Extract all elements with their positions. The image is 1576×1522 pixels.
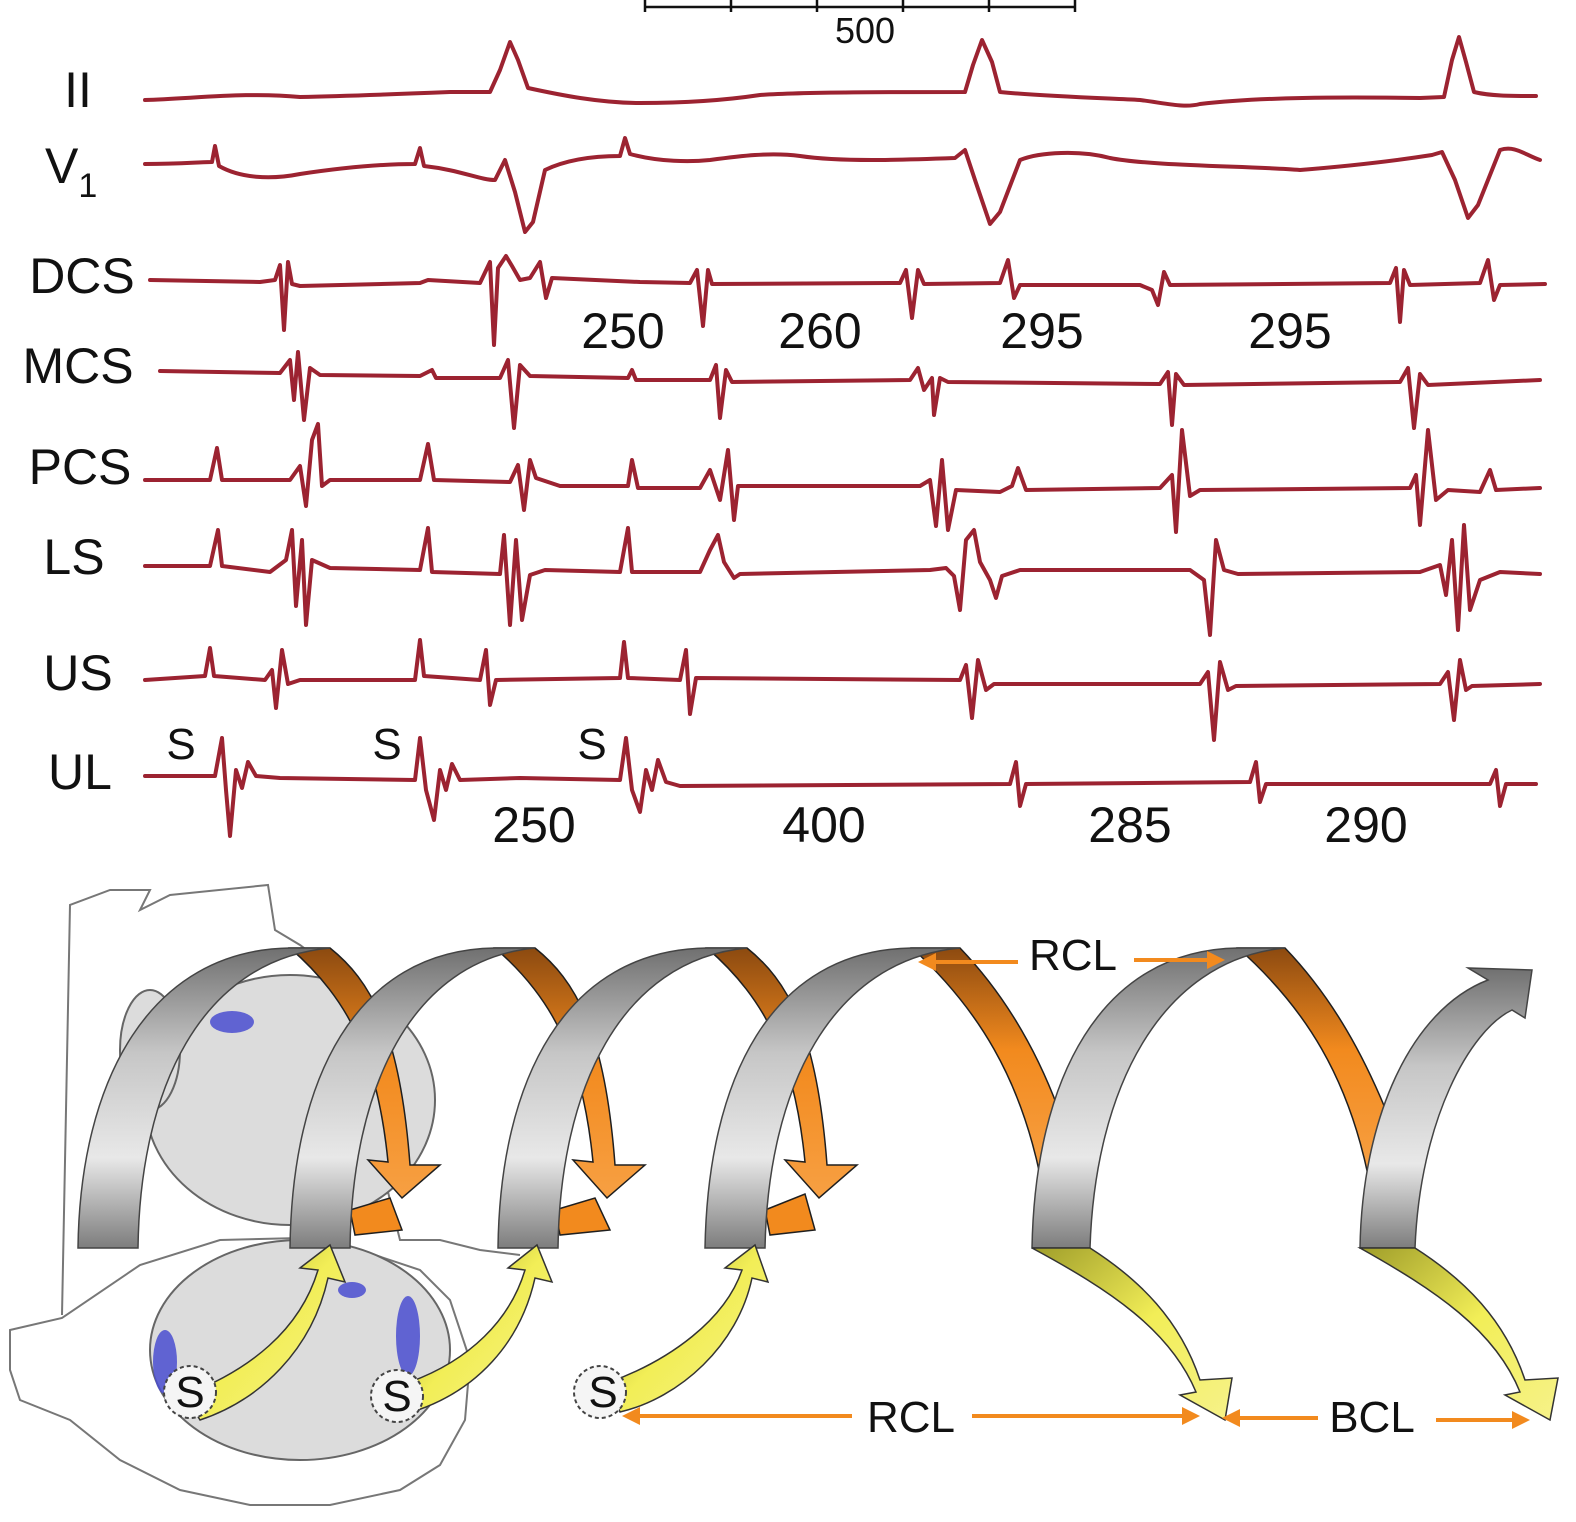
yellow-arrow-2 <box>409 1243 554 1411</box>
dcs-interval-4: 295 <box>1248 303 1331 359</box>
dcs-intervals: 250 260 295 295 <box>581 303 1331 359</box>
scale-bar: 500 <box>643 0 1077 51</box>
lead-label-v1-sub: 1 <box>78 167 97 205</box>
gray-arc-6 <box>1359 967 1533 1249</box>
stim-marker-2: S <box>372 720 401 769</box>
lead-label-pcs: PCS <box>29 439 132 495</box>
orange-notch-3 <box>764 1192 816 1236</box>
orange-notch-2 <box>554 1197 612 1236</box>
stim-markers: S S S <box>166 720 606 769</box>
stim-star-2 <box>370 1369 424 1423</box>
ul-interval-3: 285 <box>1088 797 1171 853</box>
orange-arrow-5 <box>1236 947 1386 1176</box>
orange-notch-1 <box>349 1197 404 1236</box>
trace-ul <box>143 736 1538 838</box>
yellow-arrow-4 <box>1031 1247 1233 1422</box>
stim-star-3 <box>573 1365 627 1419</box>
stim-marker-3: S <box>577 720 606 769</box>
lead-label-ls: LS <box>43 529 104 585</box>
bcl: BCL <box>1222 1393 1530 1442</box>
stim-stars: S S S <box>163 1365 627 1423</box>
bcl-label: BCL <box>1329 1393 1415 1442</box>
diagram-stim-label-3: S <box>588 1368 617 1417</box>
blue-spot <box>396 1296 420 1376</box>
lead-label-ii: II <box>64 62 92 118</box>
lead-label-v1-main: V <box>45 138 79 194</box>
ul-interval-1: 250 <box>492 797 575 853</box>
stim-marker-1: S <box>166 720 195 769</box>
orange-arrow-2 <box>492 947 648 1200</box>
lead-label-mcs: MCS <box>22 338 133 394</box>
dcs-interval-3: 295 <box>1000 303 1083 359</box>
rcl-bottom: RCL <box>622 1393 1200 1442</box>
lead-label-v1: V1 <box>45 138 97 205</box>
blue-spot <box>338 1282 366 1298</box>
gray-arc-4 <box>704 947 961 1249</box>
trace-pcs <box>143 422 1542 534</box>
yellow-arrow-3 <box>609 1243 770 1413</box>
lead-label-ul: UL <box>48 744 112 800</box>
orange-arrow-3 <box>704 947 860 1200</box>
orange-arrow-1 <box>287 947 443 1200</box>
atrium-outline <box>9 1236 472 1506</box>
ul-interval-2: 400 <box>782 797 865 853</box>
trace-dcs <box>148 254 1547 347</box>
rcl-bottom-label: RCL <box>867 1393 955 1442</box>
ul-interval-4: 290 <box>1324 797 1407 853</box>
orange-arrow-4 <box>910 947 1059 1176</box>
gray-arc-2 <box>289 947 536 1249</box>
gray-arc-3 <box>497 947 748 1249</box>
lead-label-us: US <box>43 645 112 701</box>
gray-arc-1 <box>77 947 331 1249</box>
trace-ii <box>143 35 1538 108</box>
trace-v1 <box>143 136 1542 234</box>
diagram-stim-label-2: S <box>382 1372 411 1421</box>
gray-arcs <box>77 947 1533 1249</box>
trace-ls <box>143 523 1542 637</box>
trace-us <box>143 638 1542 742</box>
rcl-top: RCL <box>918 931 1225 980</box>
diagram-stim-label-1: S <box>175 1368 204 1417</box>
reentry-diagram: S S S RCL RCL BCL <box>9 883 1559 1506</box>
blue-spot <box>210 1011 254 1033</box>
gray-arc-5 <box>1031 947 1286 1249</box>
dcs-interval-2: 260 <box>778 303 861 359</box>
lead-label-dcs: DCS <box>29 248 135 304</box>
scale-bar-label: 500 <box>835 10 895 51</box>
stim-star-1 <box>163 1365 217 1419</box>
trace-mcs <box>158 350 1542 430</box>
ul-intervals: 250 400 285 290 <box>492 797 1407 853</box>
dcs-interval-1: 250 <box>581 303 664 359</box>
traces <box>143 35 1547 838</box>
rcl-top-label: RCL <box>1029 931 1117 980</box>
yellow-arrow-5 <box>1357 1247 1559 1422</box>
lead-labels: II V1 DCS MCS PCS LS US UL <box>22 62 134 800</box>
